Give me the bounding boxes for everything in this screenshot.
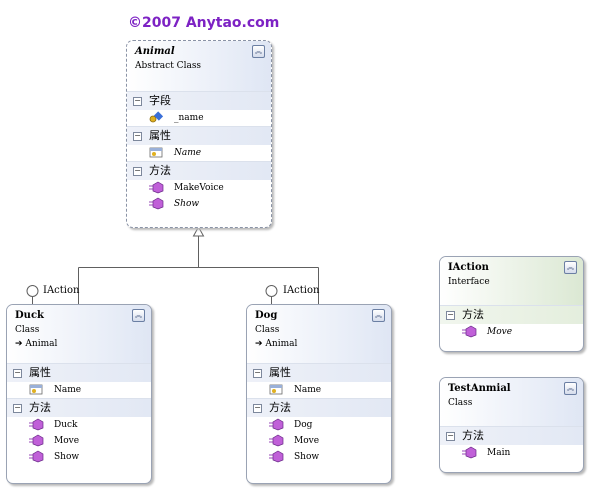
method-icon xyxy=(462,446,477,459)
dog-class-box[interactable]: Dog Class ➔ Animal ︽ −属性 Name −方法 Dog Mo… xyxy=(246,304,392,484)
animal-class-kind: Abstract Class xyxy=(135,61,202,71)
animal-properties-section[interactable]: −属性 xyxy=(127,126,271,145)
dog-base-class: ➔ Animal xyxy=(255,339,298,349)
testanmial-methods-section[interactable]: −方法 xyxy=(440,426,583,445)
animal-method-makevoice[interactable]: MakeVoice xyxy=(127,180,271,196)
testanmial-method-main[interactable]: Main xyxy=(440,445,583,461)
animal-class-header: Animal Abstract Class ︽ xyxy=(127,41,271,91)
method-icon xyxy=(149,197,164,210)
duck-class-kind: Class xyxy=(15,325,40,335)
method-icon xyxy=(269,418,284,431)
duck-base-class: ➔ Animal xyxy=(15,339,58,349)
duck-interface-lollipop xyxy=(26,285,39,297)
duck-class-name: Duck xyxy=(15,310,44,321)
duck-class-box[interactable]: Duck Class ➔ Animal ︽ −属性 Name −方法 Duck … xyxy=(6,304,152,484)
duck-methods-section[interactable]: −方法 xyxy=(7,398,151,417)
inheritance-arrow-icon: ➔ xyxy=(15,339,23,349)
section-toggle-icon[interactable]: − xyxy=(13,403,22,413)
section-toggle-icon[interactable]: − xyxy=(253,368,262,378)
property-icon xyxy=(29,384,43,395)
method-icon xyxy=(269,450,284,463)
section-toggle-icon[interactable]: − xyxy=(446,310,455,320)
animal-method-show[interactable]: Show xyxy=(127,196,271,212)
duck-class-header: Duck Class ➔ Animal ︽ xyxy=(7,305,151,363)
dog-class-kind: Class xyxy=(255,325,280,335)
watermark: ©2007 Anytao.com xyxy=(128,15,280,31)
duck-properties-section[interactable]: −属性 xyxy=(7,363,151,382)
duck-property-name[interactable]: Name xyxy=(7,382,151,398)
method-icon xyxy=(462,325,477,338)
dog-interface-label: IAction xyxy=(283,285,320,296)
section-toggle-icon[interactable]: − xyxy=(446,431,455,441)
duck-interface-label: IAction xyxy=(43,285,80,296)
dog-method-show[interactable]: Show xyxy=(247,449,391,465)
collapse-icon[interactable]: ︽ xyxy=(564,261,577,274)
dog-method-dog[interactable]: Dog xyxy=(247,417,391,433)
animal-fields-section[interactable]: −字段 xyxy=(127,91,271,110)
property-icon xyxy=(269,384,283,395)
dog-interface-lollipop xyxy=(265,285,278,297)
testanmial-class-box[interactable]: TestAnmial Class ︽ −方法 Main xyxy=(439,377,584,473)
animal-property-name[interactable]: Name xyxy=(127,145,271,161)
inheritance-arrow-icon: ➔ xyxy=(255,339,263,349)
method-icon xyxy=(269,434,284,447)
section-toggle-icon[interactable]: − xyxy=(133,96,142,106)
section-toggle-icon[interactable]: − xyxy=(13,368,22,378)
dog-methods-section[interactable]: −方法 xyxy=(247,398,391,417)
method-icon xyxy=(149,181,164,194)
collapse-icon[interactable]: ︽ xyxy=(372,309,385,322)
animal-class-name: Animal xyxy=(135,46,175,57)
dog-property-name[interactable]: Name xyxy=(247,382,391,398)
dog-properties-section[interactable]: −属性 xyxy=(247,363,391,382)
duck-method-show[interactable]: Show xyxy=(7,449,151,465)
method-icon xyxy=(29,450,44,463)
collapse-icon[interactable]: ︽ xyxy=(132,309,145,322)
section-toggle-icon[interactable]: − xyxy=(253,403,262,413)
dog-method-move[interactable]: Move xyxy=(247,433,391,449)
method-icon xyxy=(29,418,44,431)
iaction-interface-header: IAction Interface ︽ xyxy=(440,257,583,305)
iaction-interface-kind: Interface xyxy=(448,277,490,287)
inheritance-arrowhead xyxy=(192,225,205,237)
field-icon xyxy=(149,111,164,123)
iaction-interface-box[interactable]: IAction Interface ︽ −方法 Move xyxy=(439,256,584,352)
testanmial-class-name: TestAnmial xyxy=(448,383,511,394)
collapse-icon[interactable]: ︽ xyxy=(564,382,577,395)
section-toggle-icon[interactable]: − xyxy=(133,166,142,176)
animal-methods-section[interactable]: −方法 xyxy=(127,161,271,180)
animal-field-name[interactable]: _name xyxy=(127,110,271,126)
iaction-interface-name: IAction xyxy=(448,262,489,273)
method-icon xyxy=(29,434,44,447)
section-toggle-icon[interactable]: − xyxy=(133,131,142,141)
collapse-icon[interactable]: ︽ xyxy=(252,45,265,58)
duck-method-move[interactable]: Move xyxy=(7,433,151,449)
iaction-method-move[interactable]: Move xyxy=(440,324,583,340)
dog-class-header: Dog Class ➔ Animal ︽ xyxy=(247,305,391,363)
testanmial-class-kind: Class xyxy=(448,398,473,408)
duck-method-duck[interactable]: Duck xyxy=(7,417,151,433)
testanmial-class-header: TestAnmial Class ︽ xyxy=(440,378,583,426)
dog-class-name: Dog xyxy=(255,310,278,321)
animal-class-box[interactable]: Animal Abstract Class ︽ −字段 _name −属性 Na… xyxy=(126,40,272,228)
property-icon xyxy=(149,147,163,158)
iaction-methods-section[interactable]: −方法 xyxy=(440,305,583,324)
